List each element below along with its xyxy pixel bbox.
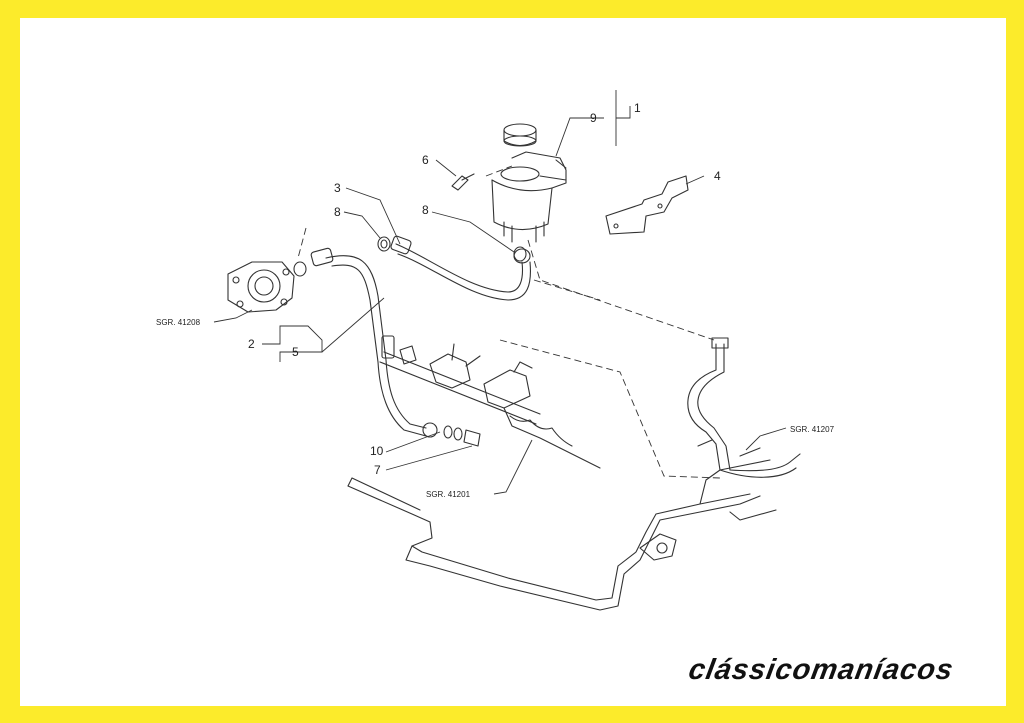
seal-rings-8: [377, 236, 527, 262]
banjo-washers: [443, 425, 481, 447]
pressure-hose: [310, 247, 438, 438]
callout-2: 2: [248, 337, 255, 351]
callout-10: 10: [370, 444, 384, 458]
diagram-frame: [20, 18, 1006, 706]
callout-1: 1: [634, 101, 641, 115]
callout-5: 5: [292, 345, 299, 359]
cooler-pipes: [687, 337, 801, 478]
reservoir-cap: [503, 123, 537, 147]
steering-pump: [227, 261, 295, 313]
screw-6: [451, 173, 475, 191]
fluid-reservoir: [491, 151, 567, 243]
ref-rack: SGR. 41201: [426, 490, 471, 499]
front-subframe: [347, 459, 777, 611]
steering-rack: [379, 343, 601, 469]
o-ring-5: [293, 261, 307, 277]
callout-3: 3: [334, 181, 341, 195]
callout-8-left: 8: [334, 205, 341, 219]
brand-logo: clássicomaníacos: [686, 654, 957, 686]
callout-7: 7: [374, 463, 381, 477]
callout-6: 6: [422, 153, 429, 167]
callout-8-right: 8: [422, 203, 429, 217]
return-hose: [390, 235, 531, 301]
callout-9: 9: [590, 111, 597, 125]
ref-lines: SGR. 41207: [790, 425, 835, 434]
ref-pump: SGR. 41208: [156, 318, 201, 327]
reservoir-bracket: [605, 175, 689, 235]
callout-4: 4: [714, 169, 721, 183]
